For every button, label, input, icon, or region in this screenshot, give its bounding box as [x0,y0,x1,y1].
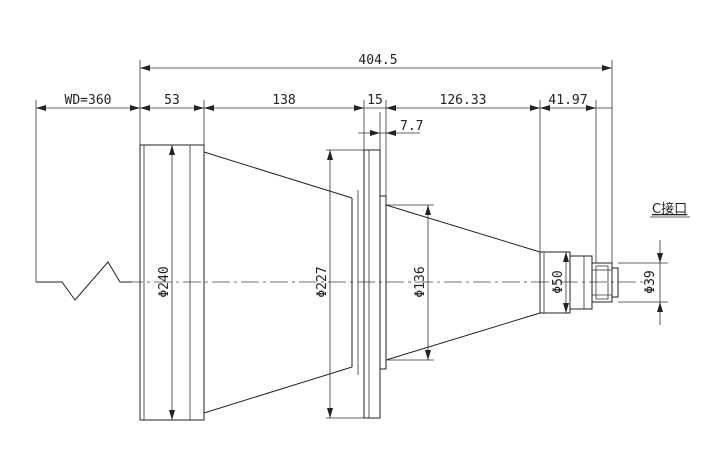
dim-segment-53: 53 [164,93,180,108]
dim-dia-227: Φ227 [315,266,330,297]
working-distance-break-line [36,261,132,301]
dim-overall-length: 404.5 [358,53,397,68]
c-mount-label: C接口 [652,201,687,217]
dim-segment-41-97: 41.97 [548,93,587,108]
dim-segment-126-33: 126.33 [440,93,487,108]
mount-flange [363,149,381,419]
dim-flange-gap: 7.7 [400,119,423,134]
dim-working-distance: WD=360 [65,93,112,108]
c-mount [591,262,613,303]
dim-dia-240: Φ240 [157,266,172,297]
dim-segment-138: 138 [272,93,295,108]
segment-dimensions [36,100,612,263]
dim-dia-136: Φ136 [413,266,428,297]
lens-body-outline [139,144,619,421]
dim-segment-15: 15 [367,93,383,108]
dim-dia-50: Φ50 [551,270,566,293]
dim-dia-39: Φ39 [643,270,658,293]
